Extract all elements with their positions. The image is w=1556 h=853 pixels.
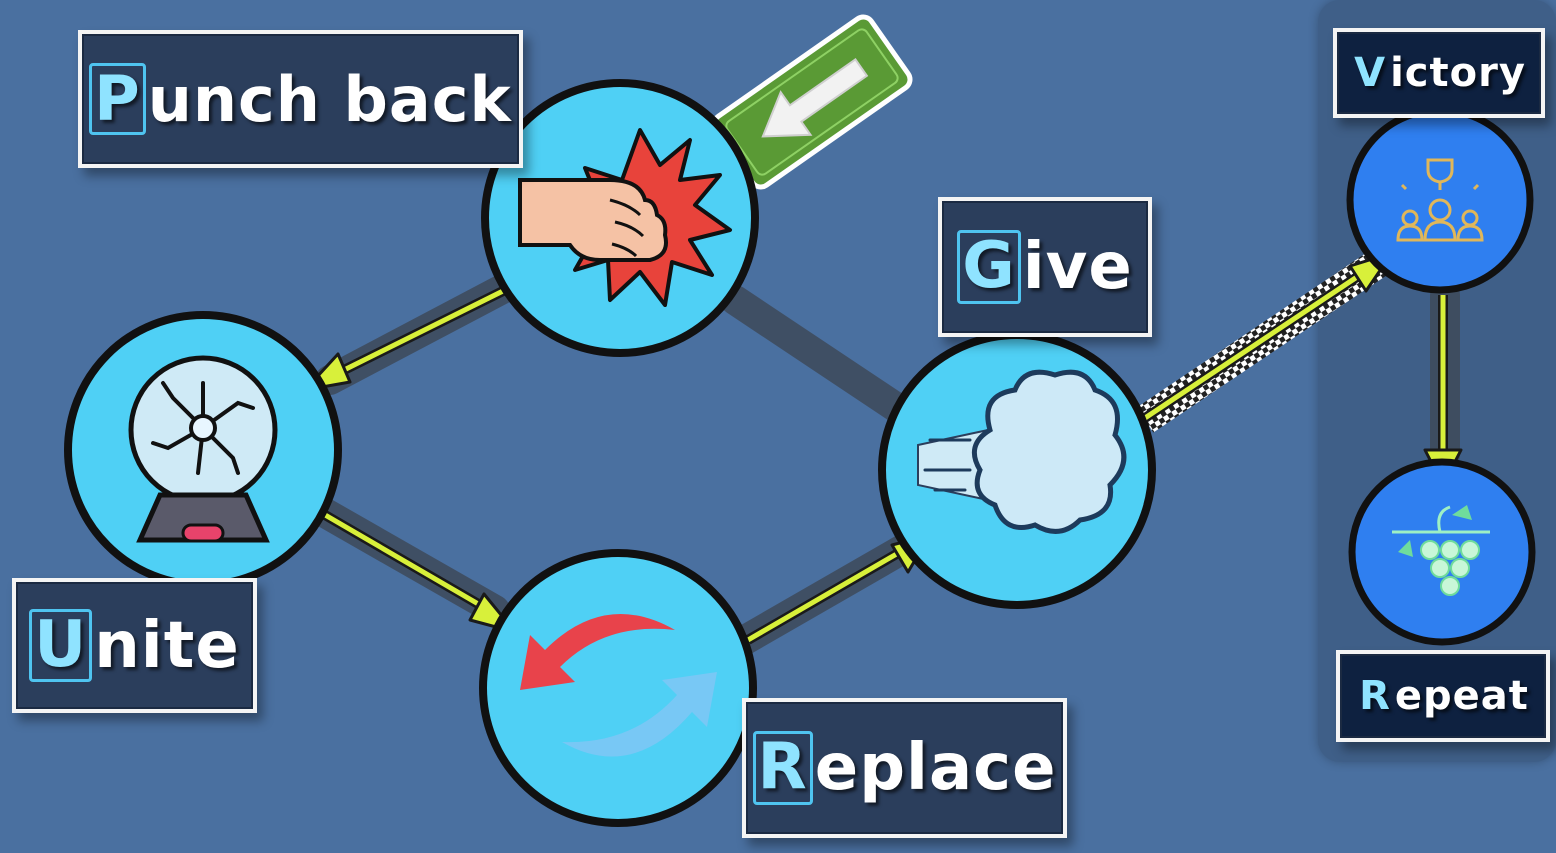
label-text: nite [94, 609, 240, 683]
label-initial: V [1352, 52, 1388, 94]
label-text: epeat [1395, 673, 1529, 719]
label-text: ictory [1390, 50, 1526, 96]
node-victory[interactable] [1350, 110, 1530, 290]
label-text: eplace [815, 731, 1057, 805]
node-unite[interactable] [68, 315, 338, 585]
label-initial: R [753, 731, 813, 804]
label-initial: U [29, 609, 92, 682]
arrow-unite-to-replace [320, 512, 515, 632]
arrow-replace-to-give [748, 535, 930, 640]
arrow-punch-to-unite [305, 290, 505, 390]
label-initial: G [957, 230, 1021, 303]
label-text: ive [1023, 230, 1133, 304]
label-initial: P [89, 63, 145, 134]
node-punch-back[interactable] [485, 83, 755, 353]
plasma-ball-icon [131, 358, 275, 541]
arrow-give-to-victory [1145, 253, 1392, 418]
node-replace[interactable] [483, 553, 753, 823]
label-initial: R [1357, 675, 1393, 717]
node-give[interactable] [882, 335, 1152, 605]
label-text: unch back [148, 63, 512, 136]
node-repeat[interactable] [1352, 462, 1532, 642]
